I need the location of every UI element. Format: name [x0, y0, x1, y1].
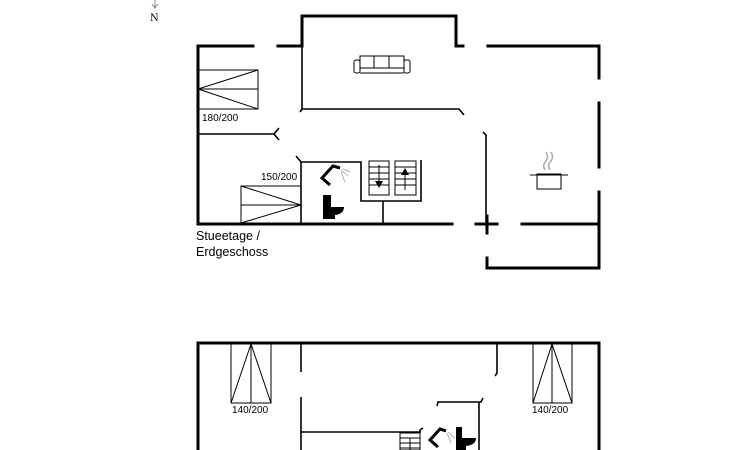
sofa-icon — [353, 55, 411, 74]
floor-label-line2: Erdgeschoss — [196, 245, 268, 259]
cooking-pot-icon — [530, 151, 568, 190]
bed-size-label: 140/200 — [232, 405, 269, 416]
bed-size-label: 140/200 — [532, 405, 569, 416]
bed-size-label: 180/200 — [202, 113, 239, 124]
bed-140-200 — [532, 342, 573, 404]
bed-180-200 — [196, 69, 259, 110]
bed-size-label: 150/200 — [261, 172, 298, 183]
shower-icon — [427, 427, 456, 449]
toilet-icon — [323, 195, 344, 219]
stairs-icon — [399, 427, 424, 450]
compass-label: N — [150, 13, 159, 24]
stairs-up-icon — [394, 160, 417, 196]
stairs-down-icon — [368, 160, 390, 196]
ground-floor-interior — [198, 46, 487, 224]
north-arrow-icon — [151, 0, 159, 9]
toilet-icon — [456, 427, 476, 450]
shower-icon — [319, 164, 351, 187]
first-floor-walls — [196, 341, 601, 450]
ground-floor-walls — [196, 14, 601, 270]
floor-label-line1: Stueetage / — [196, 229, 260, 243]
bed-140-200 — [230, 342, 272, 404]
bed-150-200 — [240, 185, 303, 224]
